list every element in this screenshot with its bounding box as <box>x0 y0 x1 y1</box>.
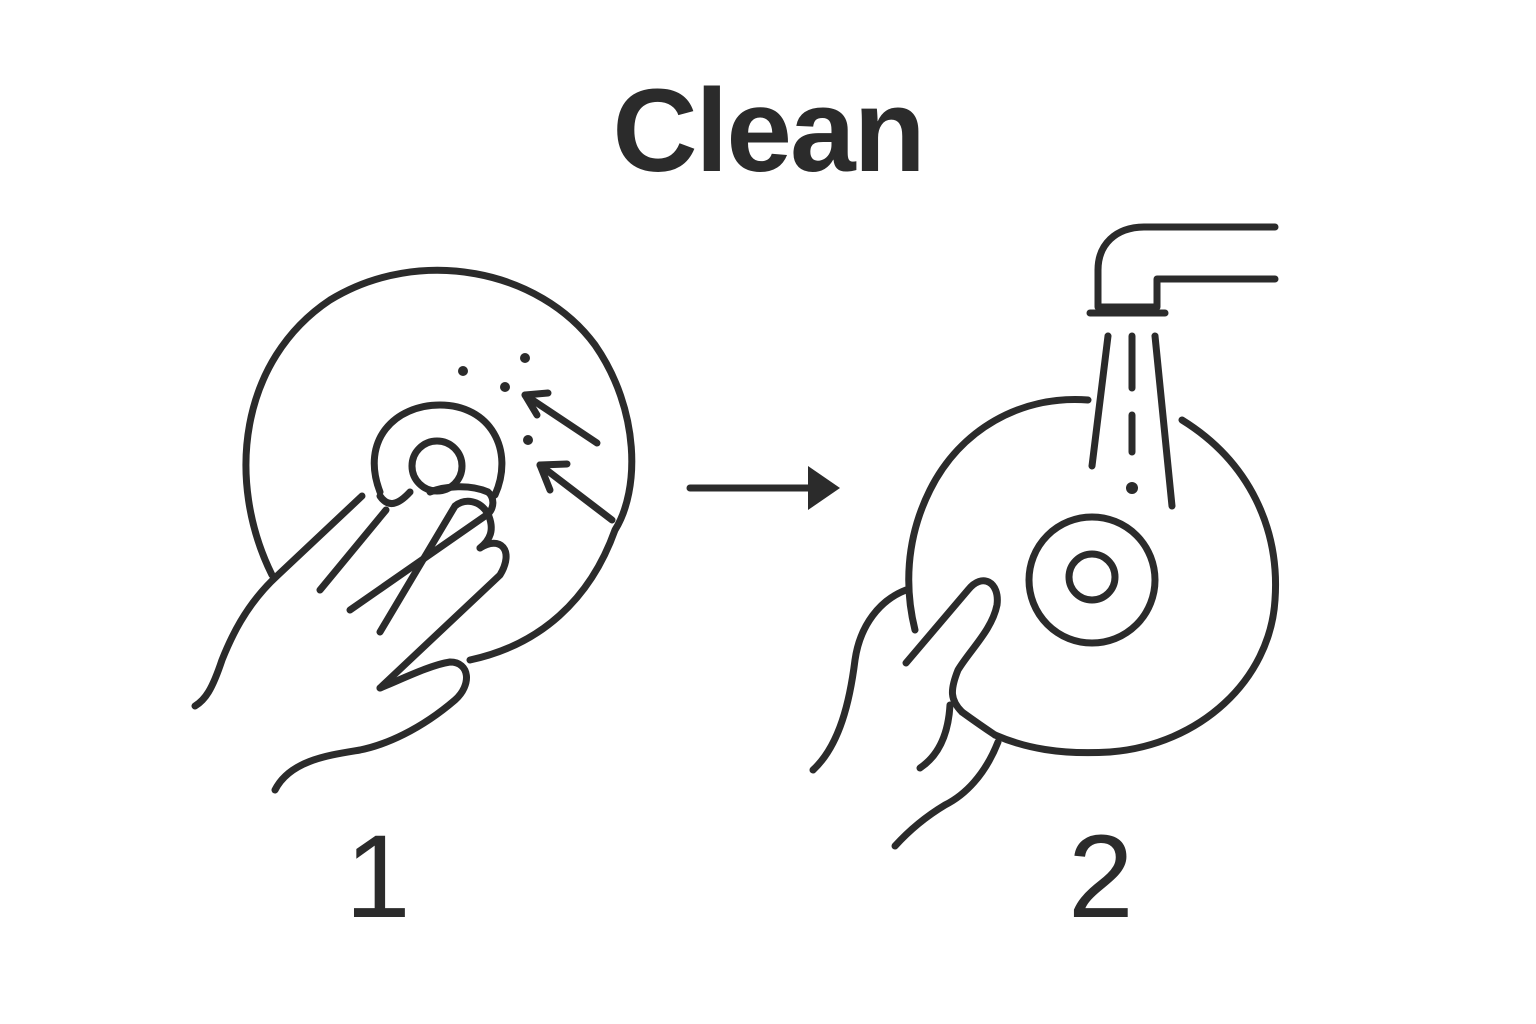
disc-hub-ring <box>370 401 506 499</box>
dust-dot <box>458 366 468 376</box>
arrow-right-icon <box>686 466 840 510</box>
step-number-1: 1 <box>345 811 411 943</box>
wipe-arrow-icon <box>536 460 616 524</box>
disc-hub-ring <box>1025 513 1159 647</box>
step-number-2: 2 <box>1068 811 1134 943</box>
dust-dot <box>500 382 510 392</box>
page-title: Clean <box>612 65 925 197</box>
dust-dot <box>523 435 533 445</box>
wipe-disc-icon <box>191 266 636 794</box>
water-stream-icon <box>1088 332 1176 510</box>
disc-outline <box>242 266 636 664</box>
hand-icon <box>809 577 1002 850</box>
disc-outline <box>905 396 1092 634</box>
faucet-icon <box>1086 223 1279 317</box>
rinse-disc-icon <box>809 223 1280 850</box>
wipe-arrow-icon <box>521 389 601 447</box>
hand-icon <box>191 483 510 794</box>
disc-center-hole <box>1065 550 1119 604</box>
dust-dot <box>520 353 530 363</box>
disc-outline <box>991 416 1280 757</box>
